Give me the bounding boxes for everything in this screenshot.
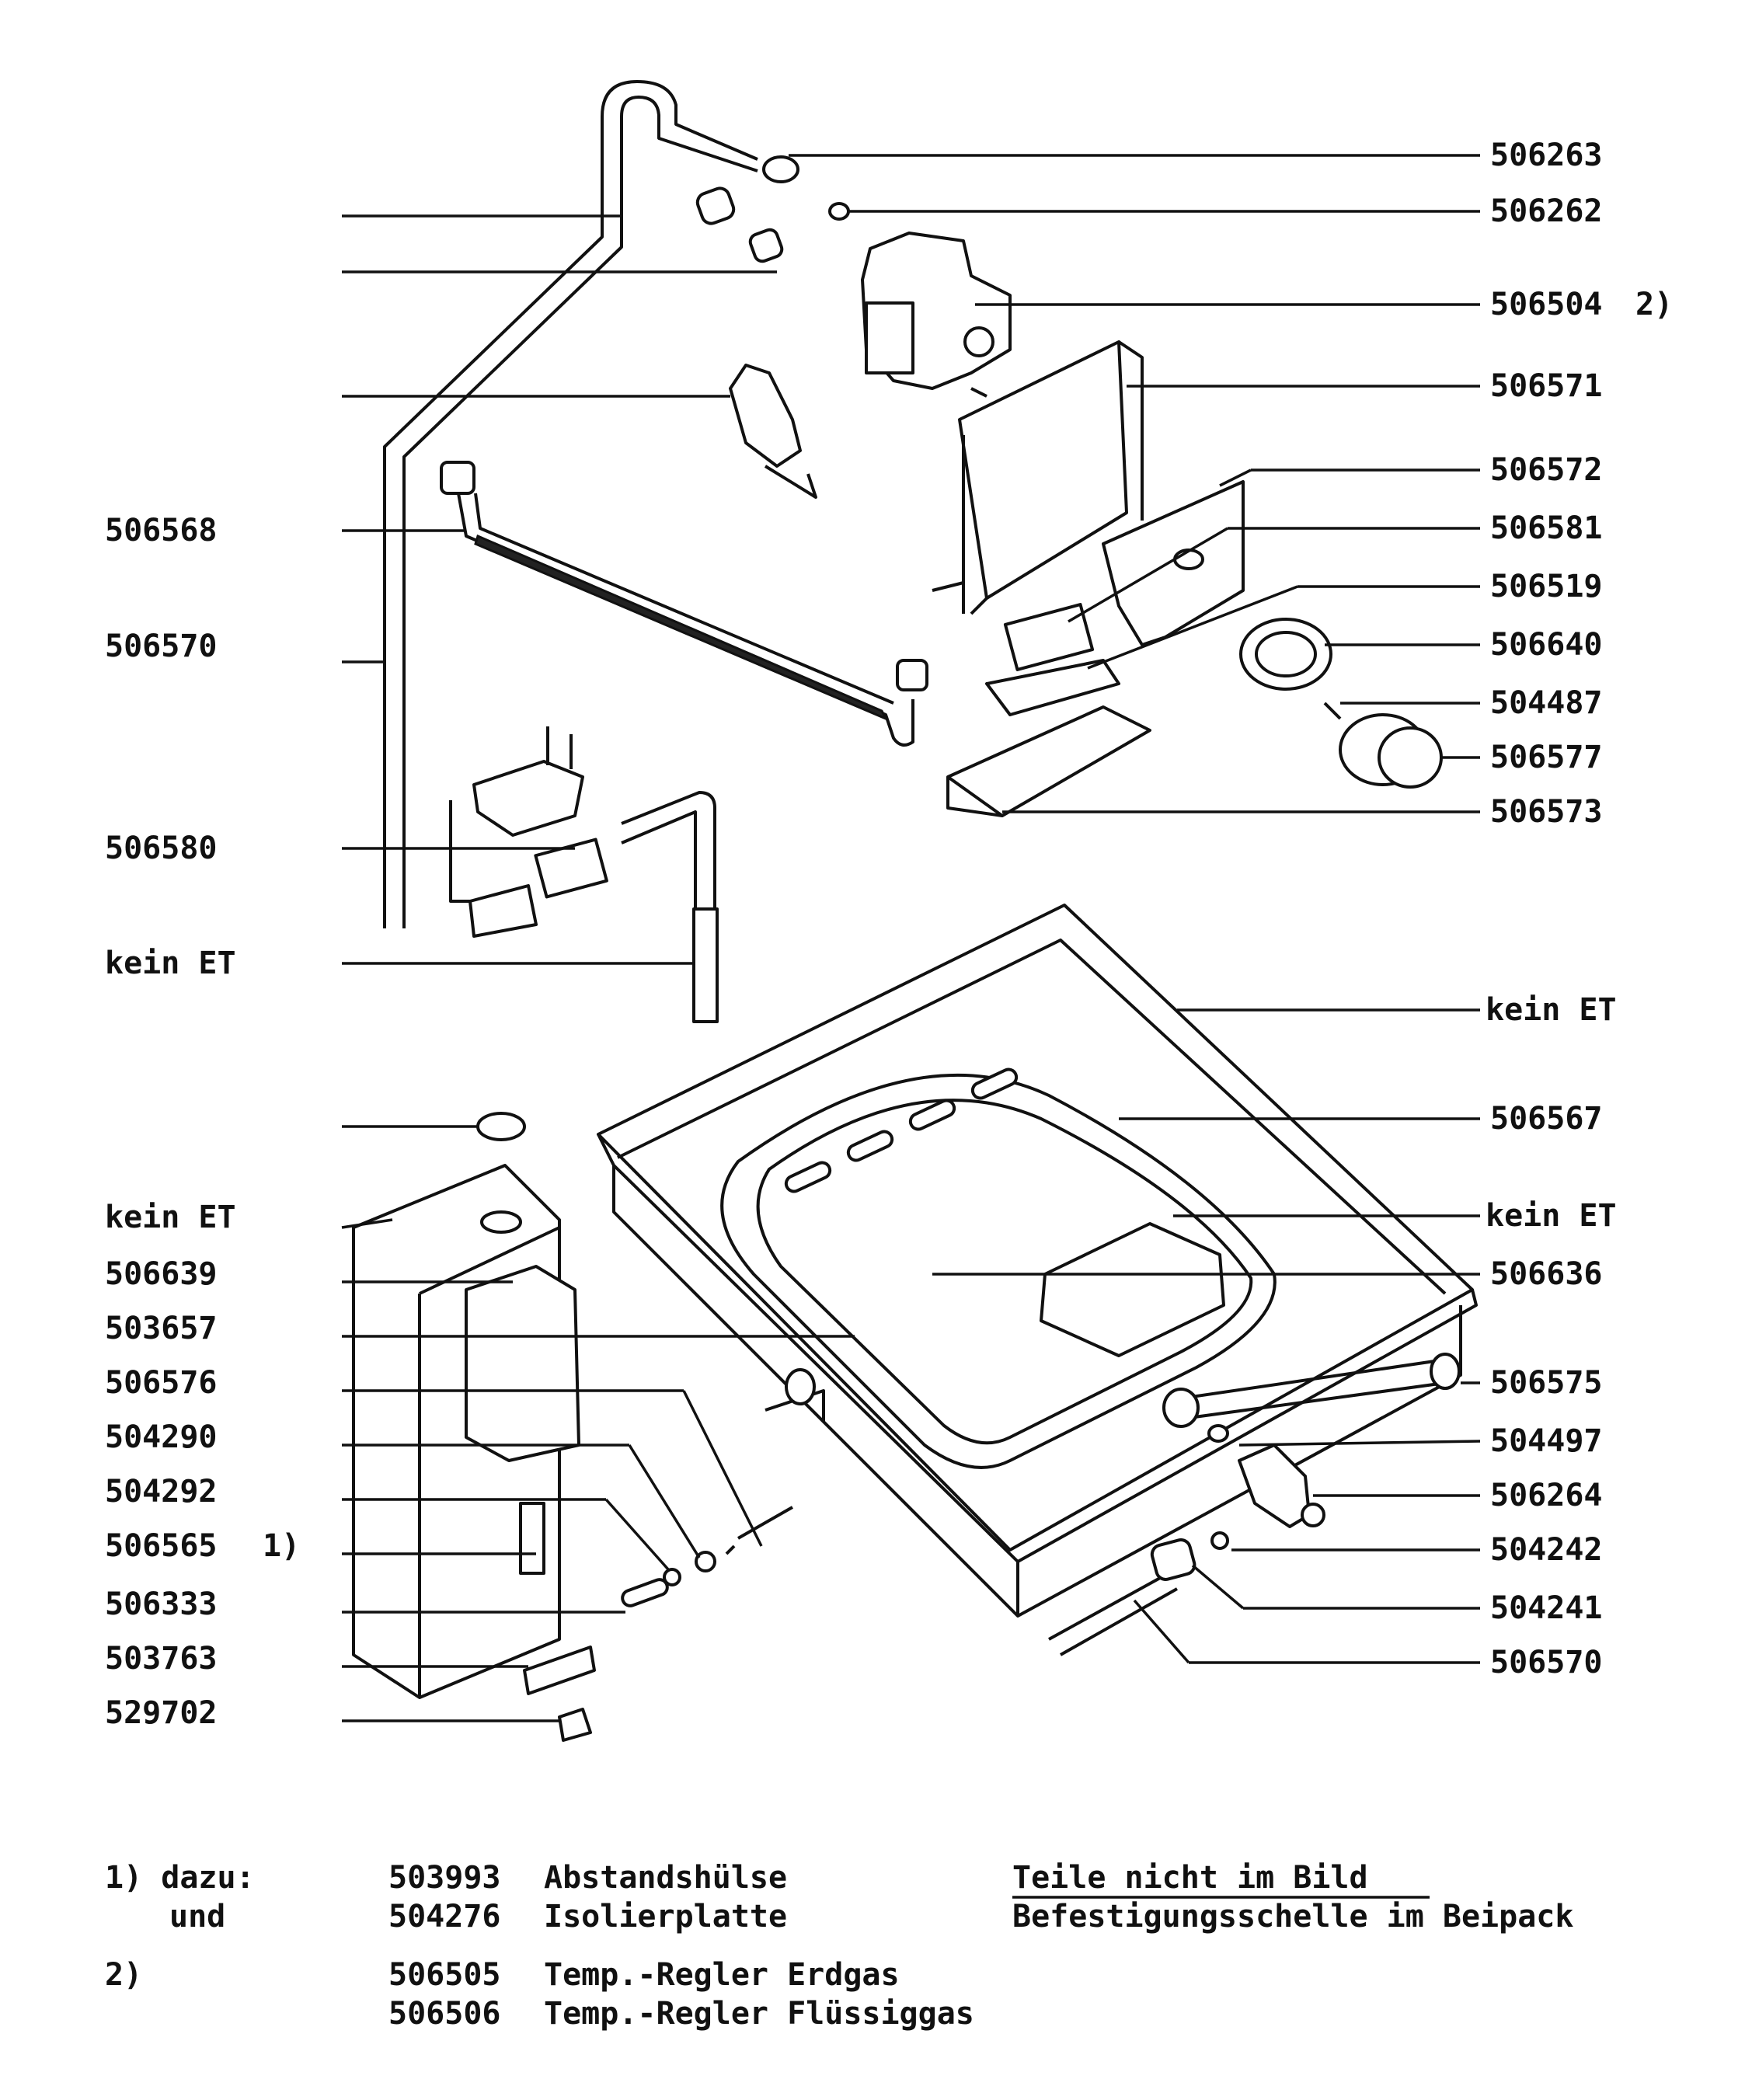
label-506575: 506575 [1490,1365,1603,1401]
footnote-1a-text: Abstandshülse [544,1860,787,1896]
footnote-2a-number: 506505 [388,1957,501,1993]
label-506504-note: 2) [1635,287,1673,322]
footnote-2b-number: 506506 [388,1996,501,2032]
label-506572: 506572 [1490,452,1603,488]
label-506504: 506504 [1490,287,1603,322]
label-506565: 506565 [105,1528,218,1564]
label-506333: 506333 [105,1586,218,1622]
label-506262: 506262 [1490,193,1603,229]
label-kein-et-1: kein ET [1486,992,1617,1028]
not-in-picture-heading: Teile nicht im Bild [1012,1860,1368,1896]
label-506577: 506577 [1490,740,1603,775]
label-503657: 503657 [105,1311,218,1346]
label-529702: 529702 [105,1695,218,1731]
label-506639: 506639 [105,1256,218,1292]
label-504241: 504241 [1490,1590,1603,1626]
label-506570-left: 506570 [105,629,218,664]
label-kein-et-3: kein ET [105,946,236,981]
footnote-1a-number: 503993 [388,1860,501,1896]
label-506565-note: 1) [263,1528,300,1564]
label-506640: 506640 [1490,627,1603,663]
left-part-labels: 506568 506570 506580 kein ET kein ET 506… [105,513,300,1731]
label-504292: 504292 [105,1474,218,1510]
label-506263: 506263 [1490,138,1603,173]
right-part-labels: 506263 506262 506504 2) 506571 506572 50… [1486,138,1673,1680]
bracket-in-pack-text: Befestigungsschelle im Beipack [1012,1899,1573,1935]
upper-assembly-drawing [383,80,1443,1023]
label-506571: 506571 [1490,368,1603,404]
label-506581: 506581 [1490,510,1603,546]
label-504290: 504290 [105,1419,218,1455]
label-kein-et-4: kein ET [105,1200,236,1235]
label-506636: 506636 [1490,1256,1603,1292]
footnote-2-marker: 2) [105,1957,142,1993]
footnote-2a-text: Temp.-Regler Erdgas [544,1957,900,1993]
label-kein-et-2: kein ET [1486,1198,1617,1234]
footnote-1b-number: 504276 [388,1899,501,1935]
footnotes: 1) dazu: und 503993 Abstandshülse 504276… [105,1860,1573,2032]
leader-lines [341,154,1481,1722]
label-506567: 506567 [1490,1101,1603,1137]
burner-tray-drawing [352,904,1478,1742]
label-506576: 506576 [105,1365,218,1401]
label-504242: 504242 [1490,1532,1603,1568]
label-506519: 506519 [1490,569,1603,604]
label-506570-right: 506570 [1490,1645,1603,1680]
label-504487: 504487 [1490,685,1603,721]
label-506573: 506573 [1490,794,1603,830]
label-504497: 504497 [1490,1423,1603,1459]
footnote-2b-text: Temp.-Regler Flüssiggas [544,1996,974,2032]
footnote-1b-text: Isolierplatte [544,1899,787,1935]
footnote-1-and: und [169,1899,225,1935]
label-503763: 503763 [105,1641,218,1677]
footnote-1-marker: 1) dazu: [105,1860,255,1896]
label-506568: 506568 [105,513,218,549]
label-506580: 506580 [105,831,218,866]
label-506264: 506264 [1490,1478,1603,1513]
